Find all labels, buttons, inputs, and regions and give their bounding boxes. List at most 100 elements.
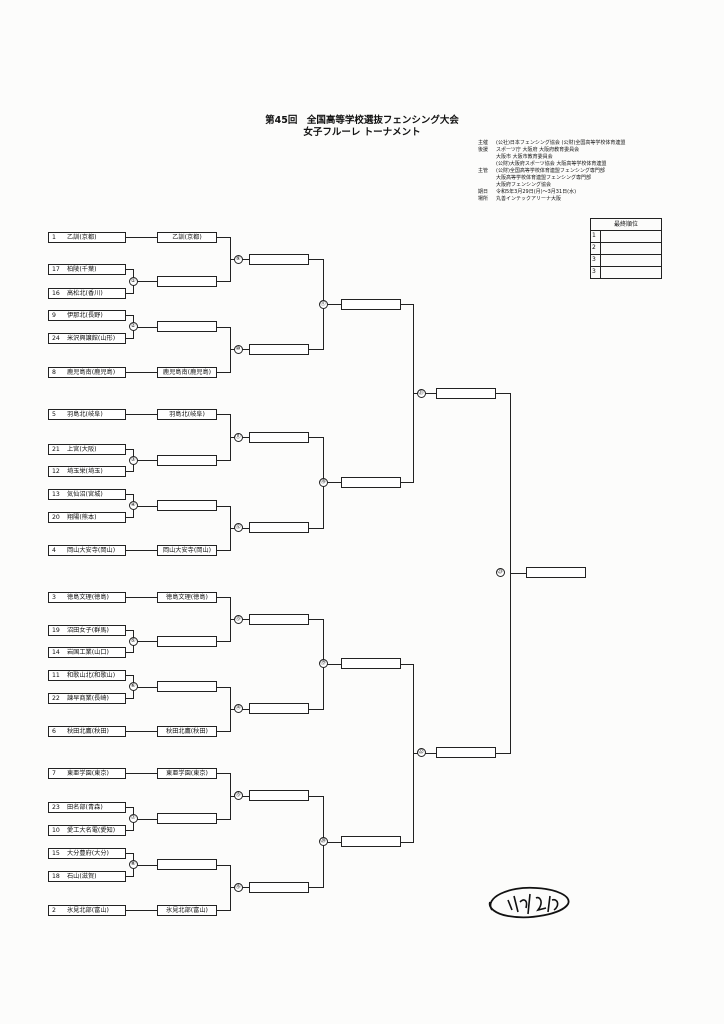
ranking-place: 2: [591, 243, 601, 254]
bracket-line: [126, 494, 133, 495]
bracket-line: [217, 414, 230, 415]
match-winner-box: [157, 275, 217, 287]
bracket-line: [126, 652, 133, 653]
bracket-line: [126, 773, 157, 774]
bracket-line: [126, 853, 133, 854]
bracket-line: [323, 663, 341, 665]
entry-seed: 7: [52, 769, 56, 777]
bye-advance-box: 鹿児島南(鹿児島): [157, 366, 217, 378]
match-number: ②: [128, 322, 138, 331]
match-number: ⑪: [233, 432, 243, 442]
entry-seed: 6: [52, 727, 56, 735]
organizer-line: 後援スポーツ庁 大阪府 大阪府教育委員会: [478, 147, 580, 153]
bye-advance-box: 秋田北鷹(秋田): [157, 725, 217, 737]
match-number: ⑤: [128, 636, 138, 646]
match-number: ⑯: [233, 882, 243, 892]
entry-seed: 15: [52, 849, 60, 857]
match-number: ⑨: [233, 254, 243, 264]
entry-seed: 5: [52, 410, 56, 418]
entry-seed: 3: [52, 593, 56, 601]
match-number: ⑦: [128, 814, 138, 823]
ranking-row: 2: [591, 243, 661, 255]
bracket-line: [217, 372, 230, 373]
bye-advance-box: 氷見北部(富山): [157, 904, 217, 916]
entry-seed: 14: [52, 648, 60, 656]
organizer-block: 主催(公社)日本フェンシング協会 (公財)全国高等学校体育連盟 後援スポーツ庁 …: [478, 140, 678, 203]
match-number: ①: [128, 276, 138, 286]
entry-seed: 24: [52, 334, 60, 342]
entry-school: 氷見北部(富山): [67, 906, 109, 914]
entry-seed: 19: [52, 626, 60, 634]
final-ranking-title: 最終順位: [591, 219, 661, 231]
match-winner-box: [157, 635, 217, 647]
organizer-line: 大阪府フェンシング協会: [496, 182, 552, 188]
signature-image: [488, 886, 570, 919]
bracket-line: [510, 572, 526, 574]
bracket-line: [126, 517, 133, 518]
match-number: ⑰: [318, 299, 328, 309]
ranking-place: 1: [591, 231, 601, 242]
bracket-line: [126, 731, 157, 732]
bye-advance-box: 乙訓(京都): [157, 231, 217, 243]
bracket-line: [217, 818, 230, 820]
bracket-line: [126, 807, 133, 808]
match-number: ㉓: [495, 568, 505, 578]
match-number: ⑲: [318, 659, 328, 669]
match-number: ㉒: [416, 748, 426, 758]
bracket-line: [323, 304, 341, 306]
entry-school: 上宮(大阪): [67, 445, 97, 453]
entry-row: 5 羽島北(岐阜): [48, 408, 126, 420]
bracket-line: [401, 482, 413, 484]
round2-winner-box: [249, 613, 309, 625]
organizer-line: 大阪高等学校体育連盟フェンシング専門部: [496, 175, 592, 181]
match-number: ④: [128, 501, 138, 510]
organizer-line: 主管(公財)全国高等学校体育連盟フェンシング専門部: [478, 168, 605, 174]
page-subtitle: 女子フルーレ トーナメント: [303, 127, 421, 138]
match-number: ⑱: [318, 477, 328, 487]
entry-school: 羽島北(岐阜): [67, 410, 103, 418]
bye-advance-box: 羽島北(岐阜): [157, 408, 217, 420]
entry-seed: 9: [52, 311, 56, 319]
ranking-row: 1: [591, 231, 661, 243]
entry-school: 柏陵(千葉): [67, 265, 97, 273]
bracket-line: [309, 708, 323, 710]
match-number: ⑬: [233, 614, 243, 624]
bracket-line: [126, 449, 133, 450]
bracket-line: [133, 864, 157, 866]
bracket-line: [309, 259, 323, 260]
bracket-line: [323, 482, 341, 484]
entry-school: 石山(滋賀): [67, 872, 97, 880]
semifinal-winner-box: [436, 747, 496, 759]
bracket-line: [309, 349, 323, 351]
entry-school: 愛工大名電(愛知): [67, 826, 116, 834]
match-number: ⑳: [318, 837, 328, 846]
bracket-line: [401, 841, 413, 843]
entry-seed: 11: [52, 671, 60, 679]
round2-winner-box: [249, 431, 309, 443]
entry-school: 埼玉栄(埼玉): [67, 467, 103, 475]
round2-winner-box: [249, 790, 309, 802]
bracket-line: [496, 393, 510, 395]
page-title: 第45回 全国高等学校選抜フェンシング大会: [265, 115, 459, 126]
final-ranking-table: 最終順位 1 2 3 3: [590, 218, 662, 279]
bracket-line: [133, 460, 157, 461]
bracket-line: [217, 281, 230, 282]
match-winner-box: [157, 321, 217, 332]
match-number: ⑧: [128, 860, 138, 869]
round3-winner-box: [341, 298, 401, 310]
entry-seed: 8: [52, 368, 56, 376]
bracket-line: [133, 641, 157, 642]
